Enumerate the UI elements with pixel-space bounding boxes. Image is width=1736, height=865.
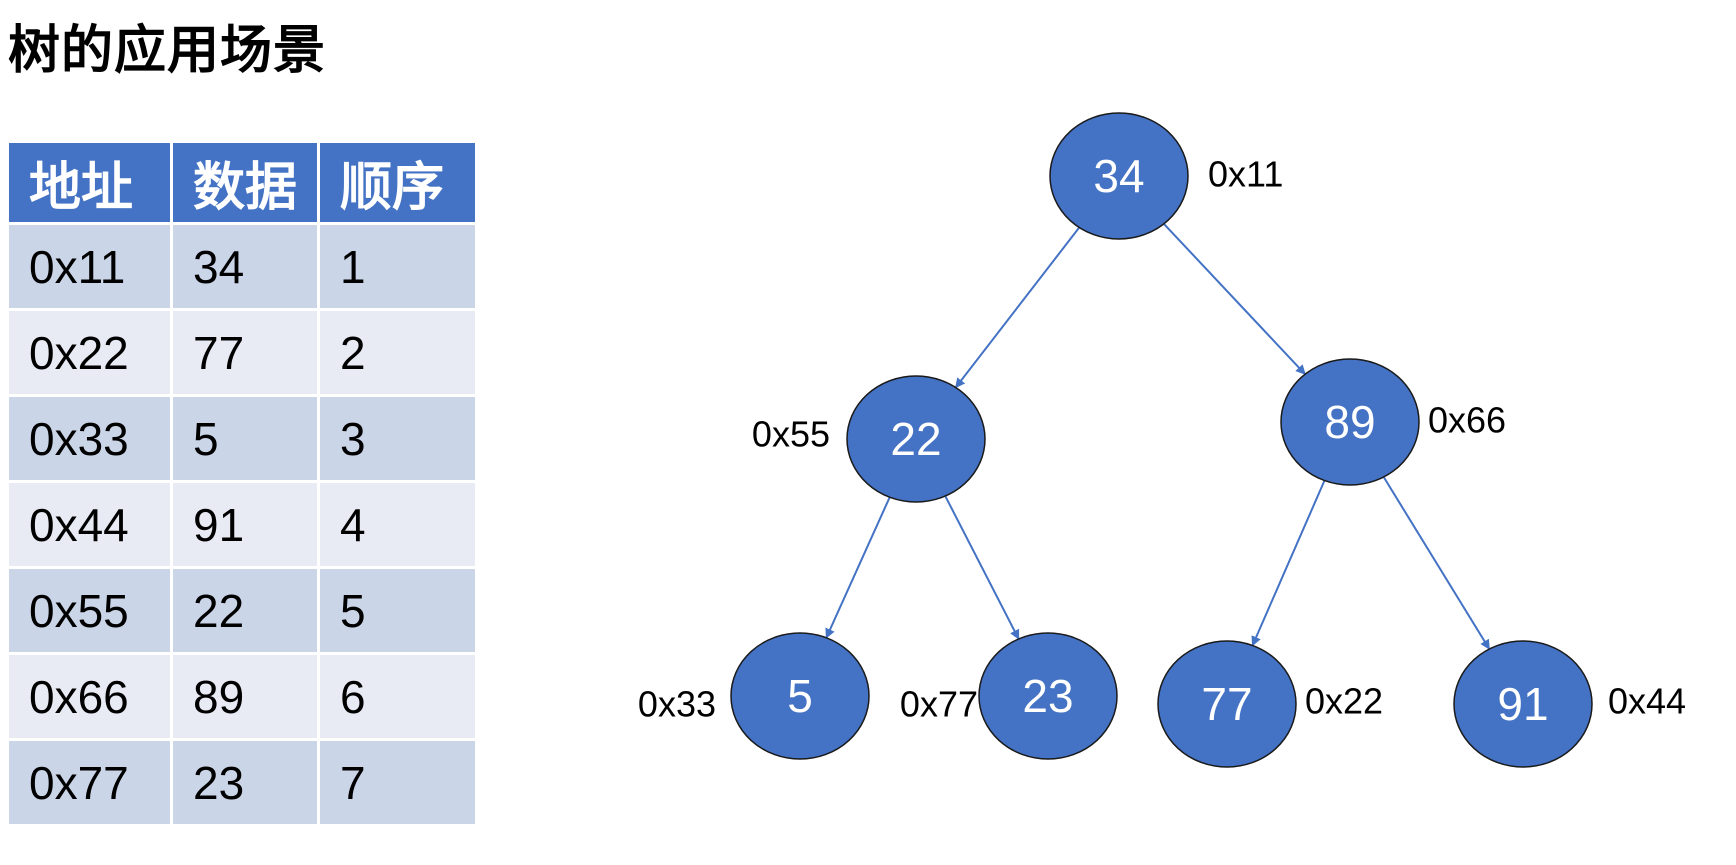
tree-node: 89 0x66 xyxy=(1280,358,1506,486)
node-circle xyxy=(1049,112,1189,240)
cell-address: 0x66 xyxy=(9,655,170,738)
cell-data: 22 xyxy=(173,569,317,652)
cell-data: 91 xyxy=(173,483,317,566)
tree-nodes: 34 0x11 22 0x55 89 0x66 5 0x33 23 0x77 77 0x22 91 0x4… xyxy=(638,112,1686,768)
cell-order: 3 xyxy=(320,397,475,480)
node-value: 5 xyxy=(787,670,813,722)
table-row: 0x33 5 3 xyxy=(9,397,475,480)
table-header-row: 地址 数据 顺序 xyxy=(9,143,475,222)
tree-node: 5 0x33 xyxy=(638,632,870,760)
column-header-order: 顺序 xyxy=(320,143,475,222)
cell-data: 5 xyxy=(173,397,317,480)
edge-arrow xyxy=(943,494,1020,640)
table-row: 0x55 22 5 xyxy=(9,569,475,652)
node-address-label: 0x55 xyxy=(752,414,830,455)
column-header-data: 数据 xyxy=(173,143,317,222)
node-circle xyxy=(1280,358,1420,486)
cell-order: 4 xyxy=(320,483,475,566)
cell-address: 0x44 xyxy=(9,483,170,566)
edge-arrow xyxy=(1162,222,1306,375)
tree-node: 23 0x77 xyxy=(900,632,1118,760)
node-address-label: 0x11 xyxy=(1208,154,1283,195)
cell-order: 2 xyxy=(320,311,475,394)
table-row: 0x77 23 7 xyxy=(9,741,475,824)
node-circle xyxy=(730,632,870,760)
memory-table: 地址 数据 顺序 0x11 34 1 0x22 77 2 0x33 5 3 0x… xyxy=(6,140,478,827)
cell-data: 89 xyxy=(173,655,317,738)
cell-data: 34 xyxy=(173,225,317,308)
cell-address: 0x55 xyxy=(9,569,170,652)
node-address-label: 0x22 xyxy=(1305,681,1383,722)
node-value: 22 xyxy=(890,413,941,465)
node-address-label: 0x33 xyxy=(638,684,716,725)
cell-order: 7 xyxy=(320,741,475,824)
cell-data: 77 xyxy=(173,311,317,394)
node-circle xyxy=(846,375,986,503)
edge-arrow xyxy=(825,495,892,639)
tree-node: 91 0x44 xyxy=(1453,640,1686,768)
table-row: 0x22 77 2 xyxy=(9,311,475,394)
node-value: 77 xyxy=(1201,678,1252,730)
tree-node: 22 0x55 xyxy=(752,375,986,503)
node-address-label: 0x66 xyxy=(1428,400,1506,441)
cell-order: 5 xyxy=(320,569,475,652)
table-row: 0x11 34 1 xyxy=(9,225,475,308)
cell-address: 0x11 xyxy=(9,225,170,308)
tree-node: 34 0x11 xyxy=(1049,112,1283,240)
edge-arrow xyxy=(954,225,1081,389)
node-address-label: 0x77 xyxy=(900,684,978,725)
tree-node: 77 0x22 xyxy=(1157,640,1383,768)
cell-order: 1 xyxy=(320,225,475,308)
node-circle xyxy=(1157,640,1297,768)
cell-order: 6 xyxy=(320,655,475,738)
table-row: 0x44 91 4 xyxy=(9,483,475,566)
node-value: 89 xyxy=(1324,396,1375,448)
table-row: 0x66 89 6 xyxy=(9,655,475,738)
column-header-address: 地址 xyxy=(9,143,170,222)
node-value: 23 xyxy=(1022,670,1073,722)
edge-arrow xyxy=(1251,478,1326,647)
cell-data: 23 xyxy=(173,741,317,824)
node-circle xyxy=(978,632,1118,760)
cell-address: 0x22 xyxy=(9,311,170,394)
cell-address: 0x77 xyxy=(9,741,170,824)
edge-arrow xyxy=(1382,475,1491,650)
node-value: 34 xyxy=(1093,150,1144,202)
cell-address: 0x33 xyxy=(9,397,170,480)
node-circle xyxy=(1453,640,1593,768)
tree-edges xyxy=(825,222,1491,650)
node-value: 91 xyxy=(1497,678,1548,730)
node-address-label: 0x44 xyxy=(1608,681,1686,722)
page-title: 树的应用场景 xyxy=(8,22,327,80)
